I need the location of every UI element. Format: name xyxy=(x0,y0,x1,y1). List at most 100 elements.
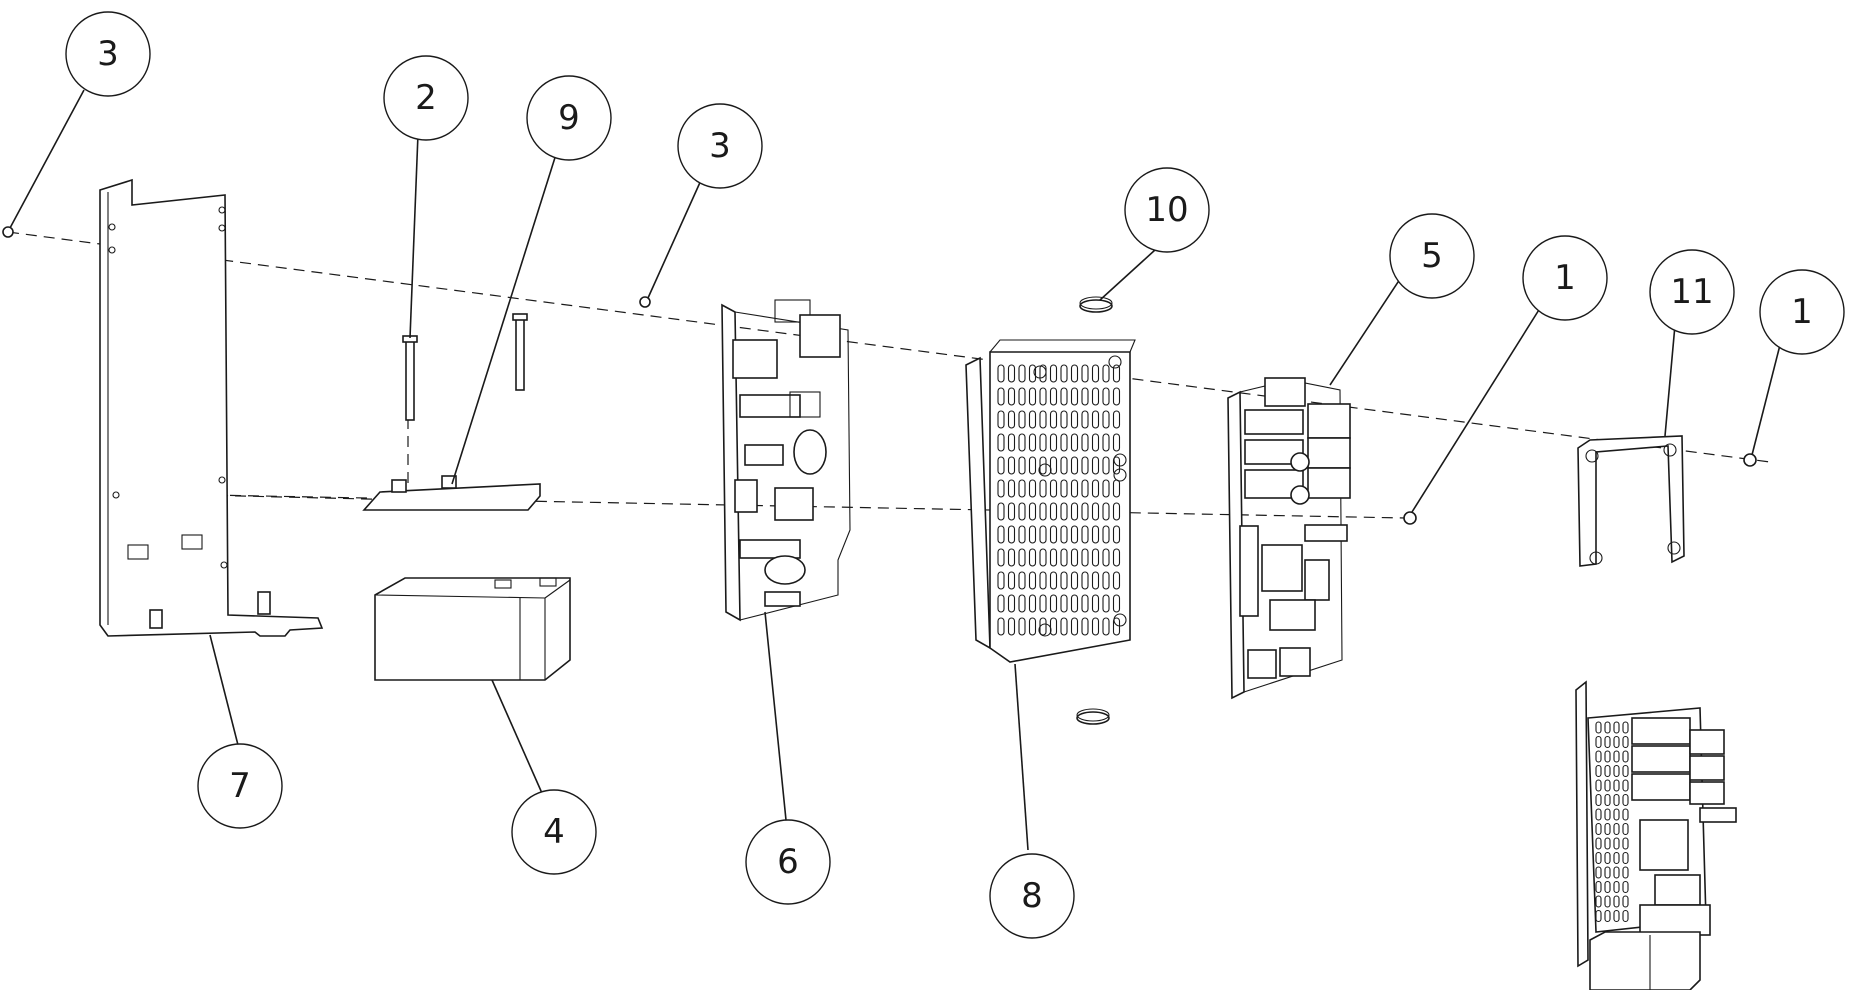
power-supply-board xyxy=(721,299,851,622)
vent-slot xyxy=(1070,456,1079,475)
vent-slot xyxy=(1039,387,1047,406)
vent-slot xyxy=(1102,479,1110,498)
vent-slot xyxy=(1060,594,1068,613)
vent-slot xyxy=(1060,456,1068,475)
vent-slot xyxy=(1039,571,1047,590)
vent-slot xyxy=(1007,479,1016,498)
vent-slot xyxy=(997,525,1005,544)
vent-slot xyxy=(1613,764,1620,778)
vent-slot xyxy=(1613,721,1620,734)
vent-slot xyxy=(1622,750,1629,763)
mounting-bracket xyxy=(1577,435,1685,567)
vent-slot xyxy=(997,479,1005,498)
vent-slot xyxy=(1028,433,1037,452)
callout-c3: 9 xyxy=(526,75,612,161)
callout-c10: 7 xyxy=(197,743,283,829)
vent-slot xyxy=(997,410,1005,429)
vent-slot xyxy=(1028,364,1037,383)
vent-slot xyxy=(1070,364,1079,383)
vent-slot xyxy=(1049,571,1058,590)
vent-slot xyxy=(1081,594,1089,613)
vent-slot xyxy=(1070,433,1079,452)
vent-slot xyxy=(1595,764,1602,778)
vent-slot xyxy=(1595,851,1602,865)
vent-slot xyxy=(1102,387,1110,406)
vent-slot xyxy=(1049,456,1058,475)
vent-slot xyxy=(1070,502,1079,521)
battery xyxy=(374,577,571,681)
vent-slot xyxy=(1007,525,1016,544)
vent-slot xyxy=(1102,617,1110,636)
vent-slot xyxy=(1604,735,1611,749)
vent-slot xyxy=(1613,735,1620,749)
vent-slot xyxy=(1060,410,1068,429)
vent-slot xyxy=(1613,866,1620,879)
callout-label: 10 xyxy=(1145,190,1188,230)
vent-slot xyxy=(1091,525,1100,544)
vent-slot xyxy=(1622,909,1629,923)
vent-slot xyxy=(1070,617,1079,636)
vent-slot xyxy=(997,502,1005,521)
vent-slot xyxy=(1112,433,1121,452)
vent-slot xyxy=(1007,410,1016,429)
vent-slot xyxy=(1070,410,1079,429)
vent-slot xyxy=(1081,525,1089,544)
perforated-cover xyxy=(965,339,1136,663)
vent-slot xyxy=(1102,571,1110,590)
vent-slot xyxy=(1595,837,1602,850)
vent-slot xyxy=(1622,866,1629,879)
vent-slot xyxy=(1007,548,1016,567)
vent-slot xyxy=(1091,548,1100,567)
vent-slot xyxy=(997,364,1005,383)
vent-slot xyxy=(1007,456,1016,475)
vent-slot xyxy=(1081,571,1089,590)
vent-slot xyxy=(1613,880,1620,894)
vent-slot xyxy=(1060,387,1068,406)
vent-slot xyxy=(997,617,1005,636)
leader-lines xyxy=(9,89,1781,851)
vent-slot xyxy=(1613,909,1620,923)
vent-slot xyxy=(1622,793,1629,807)
vent-slot xyxy=(1595,866,1602,879)
vent-slot xyxy=(1102,525,1110,544)
vent-slot xyxy=(1060,364,1068,383)
vent-slot xyxy=(1604,837,1611,850)
vent-slot xyxy=(1060,525,1068,544)
control-board xyxy=(1227,377,1351,700)
vent-slot xyxy=(1070,571,1079,590)
callout-label: 4 xyxy=(543,812,565,852)
vent-slot xyxy=(1613,851,1620,865)
callout-c12: 6 xyxy=(745,819,831,905)
vent-slot xyxy=(1604,822,1611,836)
vent-slot xyxy=(1112,364,1121,383)
vent-slot xyxy=(1039,594,1047,613)
vent-slot xyxy=(1595,793,1602,807)
vent-slot xyxy=(1102,410,1110,429)
vent-slot xyxy=(1091,571,1100,590)
vent-slot xyxy=(1039,456,1047,475)
vent-slot xyxy=(1613,837,1620,850)
vent-slot xyxy=(1613,779,1620,792)
vent-slot xyxy=(1060,548,1068,567)
callout-label: 3 xyxy=(97,34,119,74)
vent-slot xyxy=(1018,571,1026,590)
vent-slot xyxy=(1018,387,1026,406)
vent-slot xyxy=(1102,502,1110,521)
vent-slot xyxy=(1091,479,1100,498)
callout-c9: 1 xyxy=(1759,269,1845,355)
vent-slot xyxy=(1081,410,1089,429)
vent-slot xyxy=(1049,594,1058,613)
callout-label: 2 xyxy=(415,78,437,118)
vent-slot xyxy=(1070,525,1079,544)
vent-slot xyxy=(1007,387,1016,406)
vent-slot xyxy=(1028,456,1037,475)
vent-slot xyxy=(1604,866,1611,879)
callout-c1: 3 xyxy=(65,11,151,97)
vent-slot xyxy=(1604,764,1611,778)
vent-slot xyxy=(1112,525,1121,544)
vent-slot xyxy=(1018,548,1026,567)
vent-slot xyxy=(1060,571,1068,590)
vent-slot xyxy=(1595,895,1602,908)
vent-slot xyxy=(1081,364,1089,383)
vent-slot xyxy=(1049,479,1058,498)
